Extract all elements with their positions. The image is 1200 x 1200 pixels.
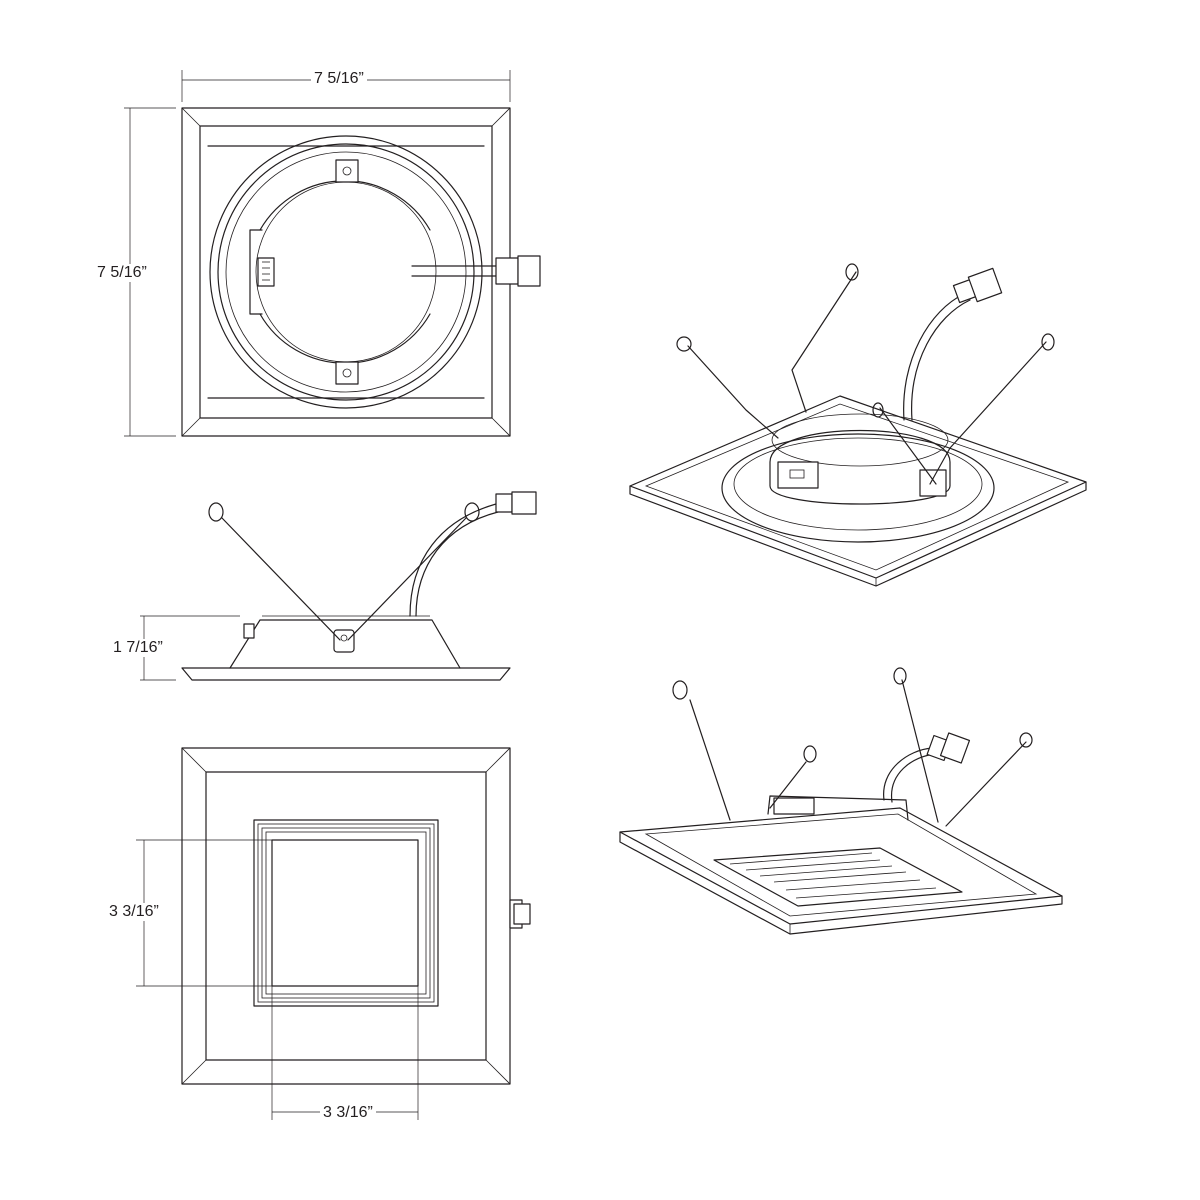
top-width-dimension: 7 5/16” <box>311 70 367 88</box>
side-view <box>140 491 537 681</box>
aperture-width-dimension: 3 3/16” <box>320 1104 376 1122</box>
iso-view-back <box>629 263 1087 587</box>
side-height-dimension: 1 7/16” <box>110 639 166 657</box>
bottom-view <box>136 747 531 1120</box>
aperture-height-dimension: 3 3/16” <box>106 903 162 921</box>
top-view <box>124 70 541 437</box>
top-height-dimension: 7 5/16” <box>94 264 150 282</box>
iso-view-front <box>619 667 1063 935</box>
